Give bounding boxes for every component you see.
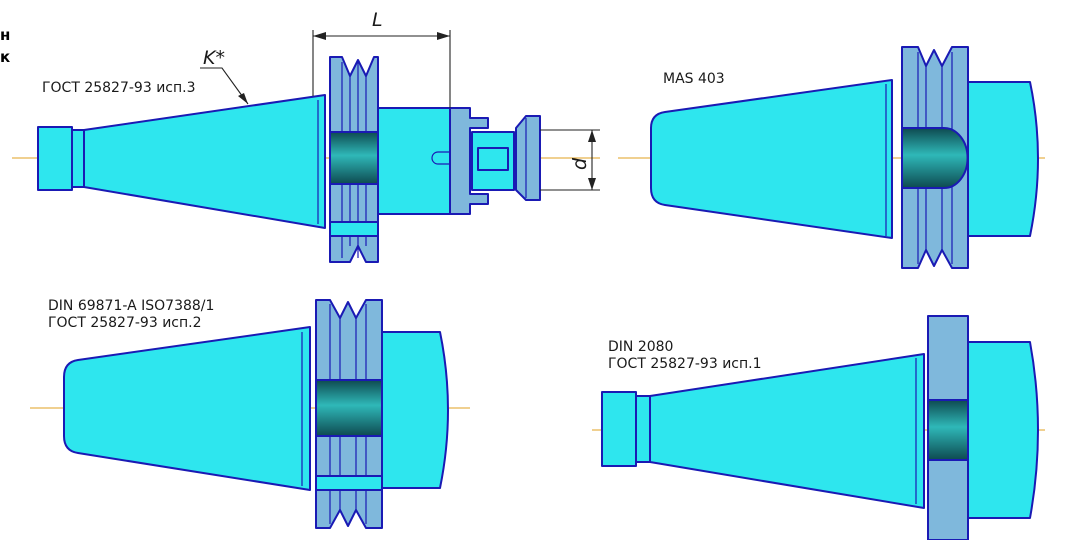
drive-slot — [901, 127, 969, 189]
holder-gost-3: L d K* ГОСТ 25827-93 исп.3 — [12, 9, 600, 263]
shank — [381, 331, 449, 489]
holder-mas-403: MAS 403 — [618, 46, 1045, 269]
label-gost-3: ГОСТ 25827-93 исп.3 — [42, 80, 196, 96]
dim-d: d — [569, 157, 591, 170]
arrow-top — [588, 130, 596, 142]
taper-cone — [63, 326, 311, 491]
label-mas: MAS 403 — [663, 71, 725, 87]
dim-L: L — [372, 9, 383, 31]
knob-flange — [449, 107, 489, 215]
holder-din-2080: DIN 2080 ГОСТ 25827-93 исп.1 — [592, 315, 1045, 540]
stub-collar — [71, 129, 85, 188]
holder-din-69871: DIN 69871-A ISO7388/1 ГОСТ 25827-93 исп.… — [30, 298, 470, 529]
shank — [967, 341, 1039, 519]
neck-groove — [431, 151, 453, 165]
shank — [967, 81, 1039, 237]
label-gost-1: ГОСТ 25827-93 исп.1 — [608, 356, 762, 372]
key-slot — [315, 475, 383, 491]
label-din-2080: DIN 2080 — [608, 339, 673, 355]
end-stub — [601, 391, 637, 467]
taper-leader — [200, 67, 249, 105]
key-slot — [329, 221, 379, 237]
taper-cone — [650, 79, 893, 239]
edge-char-2: к — [0, 48, 10, 66]
arrow-right — [437, 32, 450, 40]
taper-cone — [649, 353, 925, 509]
arrow-bottom — [588, 178, 596, 190]
knob-head — [515, 115, 541, 201]
dim-K: K* — [203, 47, 225, 69]
neck — [377, 107, 451, 215]
label-din-69871: DIN 69871-A ISO7388/1 — [48, 298, 214, 314]
drive-slot — [315, 379, 383, 437]
arrow-left — [313, 32, 326, 40]
stub-collar — [635, 395, 651, 463]
edge-char-1: н — [0, 26, 10, 44]
end-stub — [37, 126, 73, 191]
taper-cone — [83, 94, 326, 229]
knob-pin — [477, 147, 509, 171]
leader-arrow — [238, 93, 248, 104]
label-gost-2: ГОСТ 25827-93 исп.2 — [48, 315, 202, 331]
